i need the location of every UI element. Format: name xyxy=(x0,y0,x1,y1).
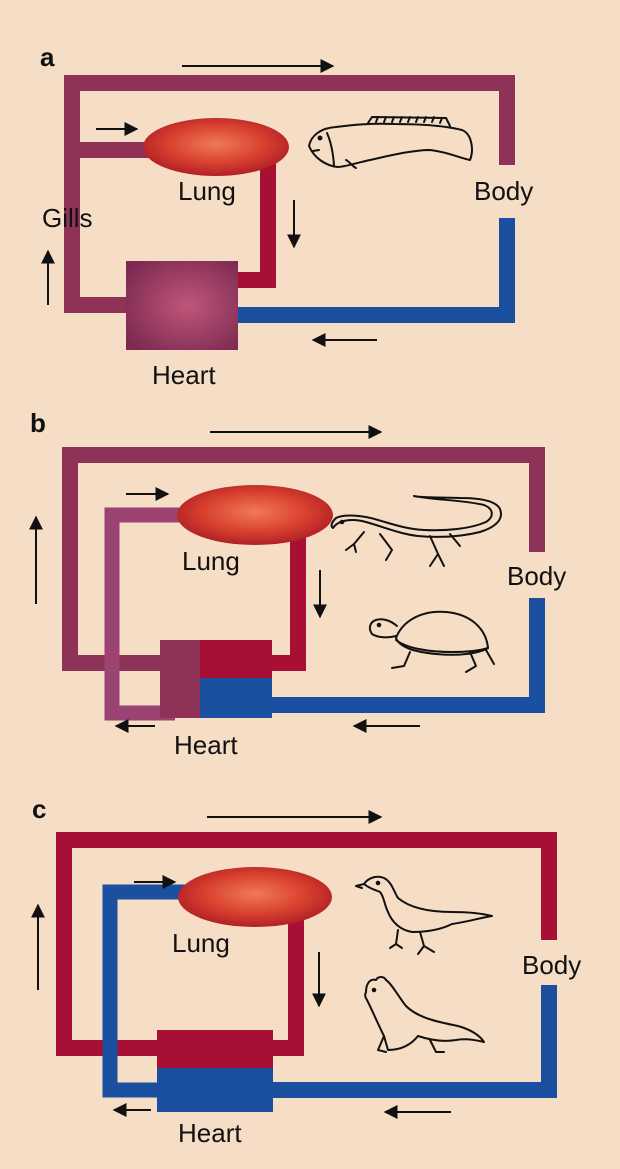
panel-b-lung-label: Lung xyxy=(182,546,240,576)
bird-icon xyxy=(355,875,493,955)
panel-b-heart-left-chamber xyxy=(160,640,202,718)
lizard-icon xyxy=(330,495,502,567)
panel-a-heart-label: Heart xyxy=(152,360,216,390)
panel-c-lung xyxy=(178,867,332,927)
panel-c-heart-deoxygenated-side xyxy=(157,1068,273,1112)
panel-c-lung-return-vessel xyxy=(270,905,304,1056)
panel-c-heart-label: Heart xyxy=(178,1118,242,1148)
panel-b-body-return-vessel xyxy=(270,598,545,713)
lungfish-icon xyxy=(308,116,473,169)
panel-b-letter: b xyxy=(30,408,46,438)
panel-c-lung-label: Lung xyxy=(172,928,230,958)
panel-a-body-label: Body xyxy=(474,176,533,206)
panel-c-body-return-vessel xyxy=(270,985,557,1098)
panel-a: a Lung Heart Gills Body xyxy=(40,42,533,390)
panel-b-lung-return-vessel xyxy=(270,528,306,671)
panel-a-letter: a xyxy=(40,42,55,72)
panel-b-heart-label: Heart xyxy=(174,730,238,760)
panel-a-mixed-vessel xyxy=(64,75,515,313)
panel-b: b Lung Heart Body xyxy=(29,408,566,760)
panel-c-letter: c xyxy=(32,794,46,824)
panel-c-body-label: Body xyxy=(522,950,581,980)
panel-b-heart-deoxygenated-chamber xyxy=(200,678,272,718)
panel-c-heart-oxygenated-side xyxy=(157,1030,273,1070)
panel-b-pulmonary-out-vessel xyxy=(104,507,185,721)
panel-a-lung-label: Lung xyxy=(178,176,236,206)
panel-c-systemic-out-vessel xyxy=(56,832,557,1056)
panel-a-heart xyxy=(126,261,238,350)
panel-a-body-return-vessel xyxy=(238,218,515,323)
panel-c: c Lung Heart Body xyxy=(31,794,581,1148)
panel-a-gills-label: Gills xyxy=(42,203,93,233)
turtle-icon xyxy=(368,610,495,673)
mammal-icon xyxy=(364,976,485,1053)
panel-c-pulmonary-out-vessel xyxy=(102,884,186,1098)
panel-a-lung xyxy=(143,118,289,176)
panel-b-lung xyxy=(177,485,333,545)
panel-b-heart-oxygenated-chamber xyxy=(200,640,272,680)
panel-b-body-label: Body xyxy=(507,561,566,591)
